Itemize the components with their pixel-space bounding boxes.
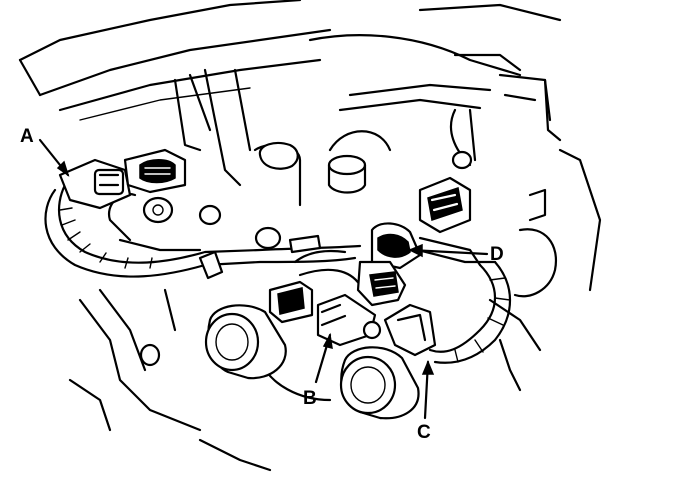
leader-lines — [38, 138, 489, 420]
wire-harness — [44, 183, 512, 364]
callout-b: B — [303, 388, 317, 409]
solenoid-cylinders — [204, 304, 420, 420]
connector-d — [356, 176, 472, 307]
callout-c: C — [417, 422, 431, 443]
connector-a — [58, 148, 187, 210]
connector-b — [268, 280, 377, 347]
callout-d: D — [490, 244, 504, 265]
connector-c — [362, 303, 437, 357]
callout-a: A — [20, 126, 34, 147]
engine-block-outline — [18, 0, 602, 472]
